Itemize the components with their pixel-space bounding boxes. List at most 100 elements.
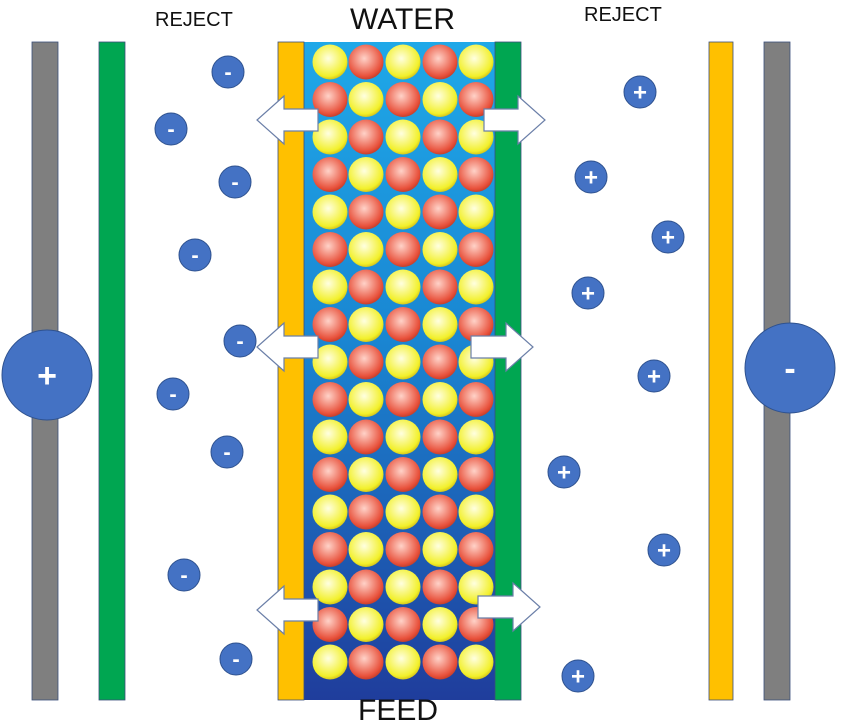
- arrow-left: [256, 584, 319, 636]
- anion-ball: [422, 82, 458, 117]
- water-label: WATER: [350, 3, 455, 36]
- cation-ball: [422, 644, 458, 680]
- anion-minus-icon-sign: -: [231, 170, 238, 195]
- cation-ball: [422, 494, 458, 530]
- anion-ball: [348, 232, 384, 267]
- cation-ball: [422, 344, 458, 380]
- anion-ball: [348, 307, 384, 342]
- anion-ball: [348, 157, 384, 192]
- cation-ball: [312, 232, 348, 267]
- anion-ball: [385, 644, 421, 680]
- cation-plus-icon-sign: +: [584, 164, 598, 191]
- cation-ball: [312, 82, 348, 117]
- cation-plus-icon-sign: +: [571, 663, 585, 690]
- anion-ball: [422, 157, 458, 192]
- anion-ball: [312, 494, 348, 530]
- anion-ball: [312, 119, 348, 155]
- cation-ball: [312, 382, 348, 417]
- anion-ball: [348, 82, 384, 117]
- cathode-minus-icon-sign: -: [784, 350, 795, 388]
- anion-ball: [312, 44, 348, 80]
- anion-minus-icon-sign: -: [223, 440, 230, 465]
- anion-ball: [348, 382, 384, 417]
- cation-ball: [422, 419, 458, 455]
- anode-plus-icon: [1, 329, 93, 421]
- cation-ball: [348, 44, 384, 80]
- anion-ball: [458, 419, 494, 455]
- cation-plus-icon: [574, 160, 608, 194]
- cation-ball: [385, 232, 421, 267]
- anion-ball: [385, 494, 421, 530]
- cation-ball: [385, 82, 421, 117]
- reject-label-right: REJECT: [584, 4, 662, 26]
- cation-ball: [458, 82, 494, 117]
- cation-ball: [422, 119, 458, 155]
- cation-ball: [458, 532, 494, 567]
- anion-minus-icon-sign: -: [180, 563, 187, 588]
- anion-minus-icon-sign: -: [169, 382, 176, 407]
- anion-minus-icon: [167, 558, 201, 592]
- cation-ball: [385, 382, 421, 417]
- anion-minus-icon-sign: -: [232, 647, 239, 672]
- anion-ball: [312, 644, 348, 680]
- anion-ball: [422, 457, 458, 492]
- anion-ball: [348, 532, 384, 567]
- cation-ball: [385, 457, 421, 492]
- cation-ball: [312, 532, 348, 567]
- cation-ball: [348, 644, 384, 680]
- cation-ball: [458, 382, 494, 417]
- anion-minus-icon: [223, 324, 257, 358]
- cation-ball: [348, 119, 384, 155]
- cation-ball: [312, 457, 348, 492]
- arrow-right: [483, 94, 546, 146]
- anion-membrane-right: [708, 41, 734, 701]
- anion-ball: [458, 644, 494, 680]
- cation-ball: [312, 307, 348, 342]
- anion-ball: [385, 344, 421, 380]
- cation-plus-icon: [637, 359, 671, 393]
- electrodialysis-diagram: +----------++++++++: [1, 41, 836, 701]
- cation-ball: [348, 494, 384, 530]
- cation-plus-icon-sign: +: [657, 537, 671, 564]
- cation-ball: [385, 532, 421, 567]
- cation-ball: [458, 157, 494, 192]
- anion-minus-icon: [219, 642, 253, 676]
- cation-ball: [385, 607, 421, 642]
- anion-minus-icon: [211, 55, 245, 89]
- anion-ball: [422, 382, 458, 417]
- anion-ball: [385, 194, 421, 230]
- anion-ball: [312, 269, 348, 305]
- arrow-right: [470, 321, 534, 373]
- cation-plus-icon-sign: +: [557, 459, 571, 486]
- cation-ball: [348, 569, 384, 605]
- cation-ball: [422, 269, 458, 305]
- anion-ball: [422, 532, 458, 567]
- cation-plus-icon-sign: +: [661, 224, 675, 251]
- cation-ball: [458, 232, 494, 267]
- cation-plus-icon: [651, 220, 685, 254]
- arrow-left: [256, 321, 319, 373]
- anion-minus-icon-sign: -: [236, 329, 243, 354]
- anion-ball: [385, 269, 421, 305]
- anode-plus-icon-sign: +: [37, 357, 57, 395]
- cation-plus-icon: [623, 75, 657, 109]
- anion-minus-icon: [154, 112, 188, 146]
- anion-ball: [422, 307, 458, 342]
- cation-ball: [422, 194, 458, 230]
- anion-ball: [422, 607, 458, 642]
- anion-ball: [312, 419, 348, 455]
- cation-ball: [312, 607, 348, 642]
- anion-ball: [458, 194, 494, 230]
- cation-ball: [458, 307, 494, 342]
- cation-ball: [348, 344, 384, 380]
- anion-ball: [458, 44, 494, 80]
- anion-ball: [458, 269, 494, 305]
- anion-ball: [312, 569, 348, 605]
- feed-label: FEED: [358, 694, 439, 727]
- cation-ball: [312, 157, 348, 192]
- anion-minus-icon: [210, 435, 244, 469]
- arrow-right: [477, 581, 541, 633]
- anion-ball: [385, 569, 421, 605]
- anion-ball: [458, 494, 494, 530]
- cation-plus-icon: [547, 455, 581, 489]
